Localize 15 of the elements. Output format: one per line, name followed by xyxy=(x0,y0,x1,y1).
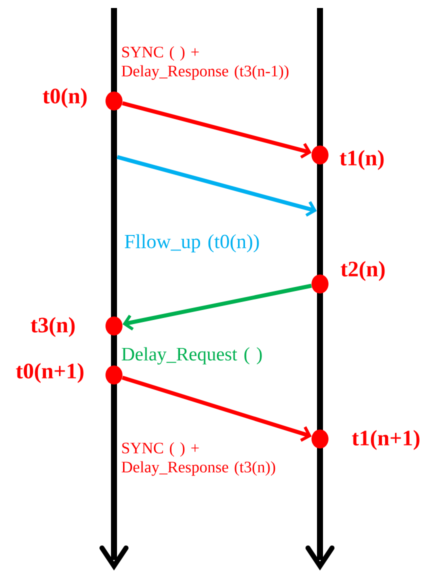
edge-label: SYNC ( ) + Delay_Response (t3(n-1)) xyxy=(122,46,288,80)
arrow xyxy=(122,101,312,159)
arrow xyxy=(122,376,312,442)
edge-label: SYNC ( ) + Delay_Response (t3(n)) xyxy=(122,442,276,476)
edge-label: Fllow_up (t0(n)) xyxy=(124,234,259,252)
arrow xyxy=(116,155,317,217)
time-label: t3(n) xyxy=(30,317,75,337)
time-label: t0(n) xyxy=(42,88,87,108)
time-label: t0(n+1) xyxy=(16,363,84,383)
edge-label: Delay_Request ( ) xyxy=(122,347,262,364)
arrow xyxy=(122,284,312,331)
time-label: t1(n) xyxy=(340,150,384,170)
time-label: t2(n) xyxy=(340,261,385,281)
time-label: t1(n+1) xyxy=(352,430,420,450)
timeline-arrow xyxy=(306,8,334,570)
